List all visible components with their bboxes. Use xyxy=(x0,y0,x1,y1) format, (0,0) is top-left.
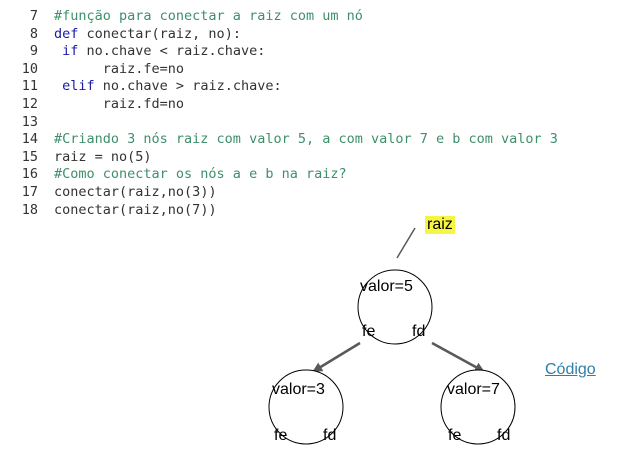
code-token-text: raiz = no( xyxy=(54,148,136,165)
line-number: 11 xyxy=(21,78,38,95)
node-root-value: valor=5 xyxy=(360,278,413,295)
code-token-number: 5 xyxy=(135,148,144,165)
code-token-text: conectar(raiz, no): xyxy=(78,25,241,42)
codigo-link[interactable]: Código xyxy=(545,361,596,378)
edge-root-left xyxy=(312,341,361,373)
line-number: 13 xyxy=(21,113,38,130)
line-number: 15 xyxy=(21,148,38,165)
line-number: 18 xyxy=(21,201,38,218)
code-token-keyword: if xyxy=(62,43,79,60)
code-line: 16 #Como conectar os nós a e b na raiz? xyxy=(0,166,558,184)
code-token-number: 3 xyxy=(192,183,201,200)
code-line: 15 raiz = no(5) xyxy=(0,149,558,167)
line-number: 9 xyxy=(29,43,38,60)
line-number: 7 xyxy=(29,8,38,24)
raiz-pointer-line xyxy=(396,227,416,259)
code-token-text: no.chave < raiz.chave: xyxy=(78,43,266,60)
node-right-value: valor=7 xyxy=(447,381,500,398)
node-right-fd: fd xyxy=(497,427,511,444)
code-line: 11 elif no.chave > raiz.chave: xyxy=(0,78,558,96)
node-left-fd: fd xyxy=(323,427,337,444)
line-number: 8 xyxy=(29,25,38,42)
node-right-fe: fe xyxy=(448,427,462,444)
node-root-fd: fd xyxy=(412,323,426,340)
code-token-text: no.chave > raiz.chave: xyxy=(94,78,282,95)
code-token-comment: #função para conectar a raiz com um nó xyxy=(54,8,363,24)
node-right xyxy=(440,369,516,445)
line-number: 10 xyxy=(21,60,38,77)
line-number: 17 xyxy=(21,183,38,200)
code-line: 18 conectar(raiz,no(7)) xyxy=(0,202,558,220)
code-token-text: conectar(raiz,no( xyxy=(54,201,193,218)
code-line: 10 raiz.fe=no xyxy=(0,61,558,79)
code-token-text: )) xyxy=(200,183,217,200)
code-line: 8 def conectar(raiz, no): xyxy=(0,26,558,44)
node-root xyxy=(357,269,433,345)
code-line: 14 #Criando 3 nós raiz com valor 5, a com… xyxy=(0,131,558,149)
code-token-text: raiz.fd=no xyxy=(54,95,185,112)
code-listing: 7 #função para conectar a raiz com um nó 8… xyxy=(0,8,558,219)
code-token-comment: #Como conectar os nós a e b na raiz? xyxy=(54,166,347,183)
node-root-fe: fe xyxy=(362,323,376,340)
code-line: 7 #função para conectar a raiz com um nó xyxy=(0,8,558,26)
edge-root-right xyxy=(431,341,485,373)
code-line: 13 xyxy=(0,114,558,132)
code-token-comment: #Criando 3 nós raiz com valor 5, a com v… xyxy=(54,131,558,148)
raiz-pointer-label: raiz xyxy=(425,216,455,234)
code-token-text: conectar(raiz,no( xyxy=(54,183,193,200)
code-token-keyword: elif xyxy=(62,78,95,95)
code-token-number: 7 xyxy=(192,201,201,218)
code-line: 12 raiz.fd=no xyxy=(0,96,558,114)
line-number: 16 xyxy=(21,166,38,183)
code-line: 17 conectar(raiz,no(3)) xyxy=(0,184,558,202)
code-line: 9 if no.chave < raiz.chave: xyxy=(0,43,558,61)
code-token-keyword: def xyxy=(54,25,79,42)
code-token-text: ) xyxy=(143,148,152,165)
code-token-text: )) xyxy=(200,201,217,218)
node-left-value: valor=3 xyxy=(272,381,325,398)
line-number: 12 xyxy=(21,95,38,112)
node-left-fe: fe xyxy=(274,427,288,444)
code-token-text: raiz.fe=no xyxy=(54,60,185,77)
line-number: 14 xyxy=(21,131,38,148)
node-left xyxy=(268,369,344,445)
